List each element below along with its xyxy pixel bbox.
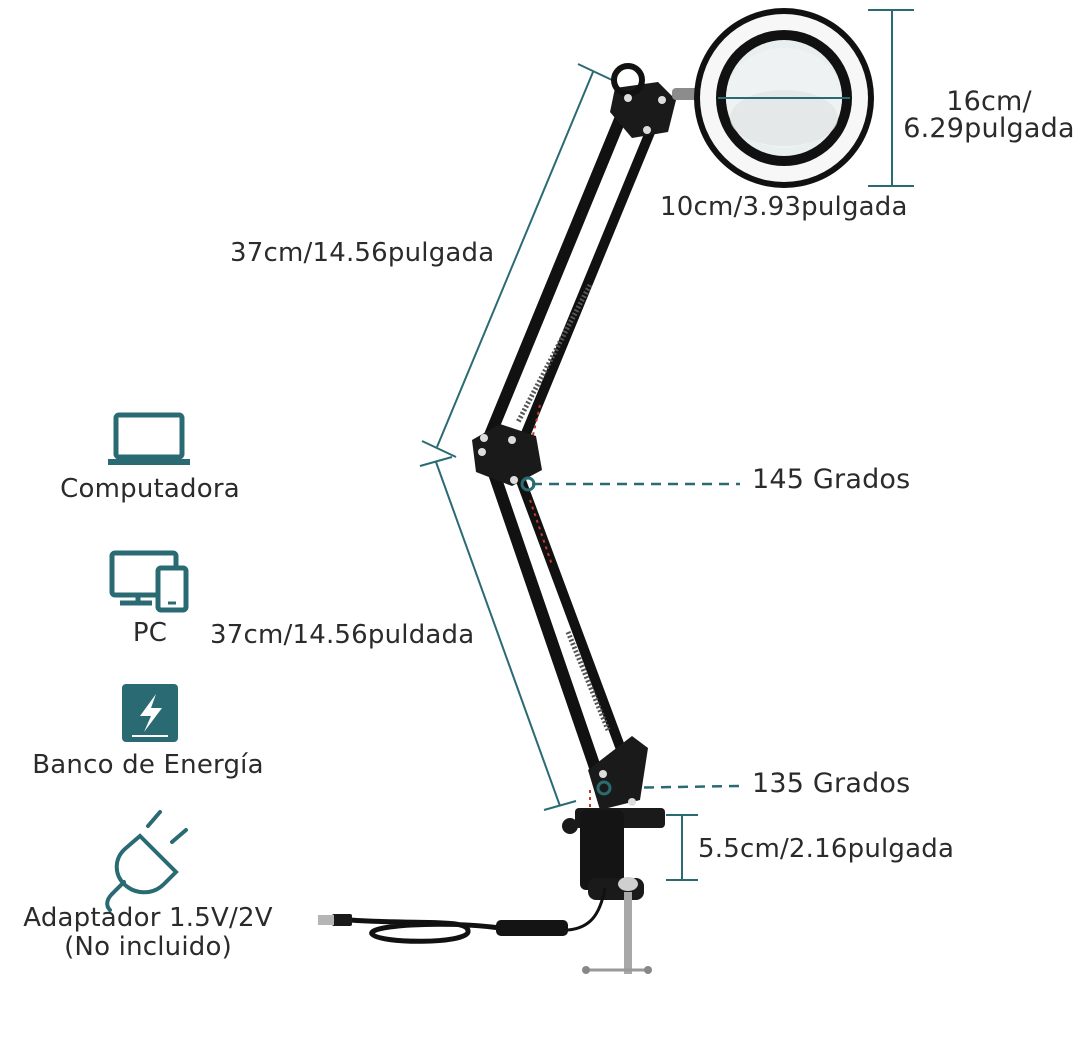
lower-angle-label: 135 Grados (752, 768, 911, 799)
upper-arm-label: 37cm/14.56pulgada (230, 238, 495, 268)
power-source-label-pc: PC (132, 618, 168, 648)
springs (515, 283, 611, 731)
clamp-height-label: 5.5cm/2.16pulgada (698, 834, 955, 864)
red-accents (524, 404, 591, 820)
power-bank-icon (122, 684, 178, 742)
base-joint (588, 736, 648, 810)
ring-height-label: 16cm/ 6.29pulgada (903, 86, 1075, 144)
power-source-label-computer: Computadora (60, 474, 240, 504)
usb-cable (318, 887, 607, 944)
elbow-joint (472, 424, 542, 492)
plug-icon (105, 810, 188, 912)
desk-clamp (562, 808, 665, 974)
laptop-icon (108, 412, 190, 465)
lamp-arms (482, 94, 665, 788)
top-joint (610, 63, 700, 138)
pc-devices-icon (109, 550, 189, 613)
power-source-label-adapter: Adaptador 1.5V/2V (No incluido) (23, 903, 273, 962)
upper-angle-label: 145 Grados (752, 464, 911, 495)
power-source-label-powerbank: Banco de Energía (32, 750, 264, 780)
lens-width-label: 10cm/3.93pulgada (660, 192, 908, 222)
lower-arm-label: 37cm/14.56puldada (210, 620, 475, 650)
